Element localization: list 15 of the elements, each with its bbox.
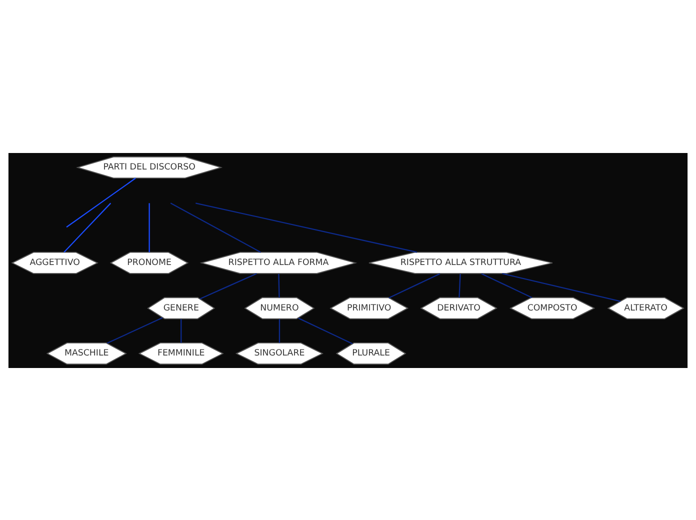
connector <box>200 272 257 299</box>
connector <box>196 202 418 252</box>
connector <box>458 273 461 298</box>
connector <box>64 202 112 252</box>
connector <box>107 316 163 344</box>
connector <box>388 272 440 298</box>
connector <box>278 318 280 342</box>
connector <box>180 318 182 342</box>
connector <box>66 177 136 228</box>
connector <box>502 272 621 302</box>
connector <box>278 273 280 298</box>
connector <box>298 317 353 344</box>
connector <box>148 202 150 252</box>
connector <box>481 272 532 298</box>
connector <box>170 202 261 252</box>
